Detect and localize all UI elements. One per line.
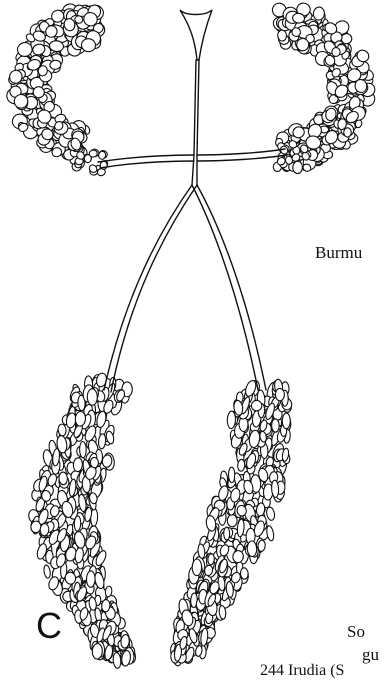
- alveolus-blob: [74, 516, 81, 532]
- alveolus-blob: [237, 459, 245, 471]
- alveolus-blob: [247, 541, 257, 557]
- alveolus-blob: [271, 480, 279, 498]
- alveolus-blob: [40, 523, 49, 536]
- alveolus-blob: [92, 643, 103, 659]
- alveolus-blob: [75, 411, 86, 426]
- left-upper-gland: [5, 2, 110, 177]
- alveolus-blob: [277, 30, 286, 41]
- alveolus-blob: [98, 151, 106, 160]
- alveolus-blob: [192, 559, 202, 576]
- alveolus-blob: [343, 128, 351, 138]
- left-lower-duct: [104, 185, 197, 392]
- alveolus-blob: [90, 457, 99, 468]
- alveolus-blob: [207, 554, 214, 566]
- central-duct-system: [98, 10, 287, 392]
- label-gu: gu: [362, 645, 379, 665]
- alveolus-blob: [228, 467, 235, 483]
- label-so: So: [347, 622, 365, 642]
- figure-caption: 244 Irudia (S: [260, 662, 344, 680]
- alveolus-blob: [251, 400, 262, 411]
- alveolus-blob: [266, 506, 276, 521]
- right-upper-gland: [271, 2, 378, 174]
- alveolus-blob: [266, 525, 275, 541]
- alveolus-blob: [87, 389, 97, 406]
- right-duct-branch: [197, 149, 287, 161]
- alveolus-blob: [79, 441, 86, 457]
- alveolus-blob: [73, 458, 83, 472]
- alveolus-blob: [275, 388, 284, 401]
- alveolus-blob: [101, 599, 110, 612]
- alveolus-blob: [332, 48, 340, 57]
- alveolus-blob: [282, 413, 290, 429]
- right-lower-lobe: [170, 379, 293, 667]
- central-duct: [192, 60, 199, 185]
- alveolus-blob: [43, 565, 51, 579]
- left-duct-branch: [98, 155, 194, 168]
- right-lower-duct: [192, 185, 266, 390]
- panel-letter: C: [36, 605, 62, 647]
- alveolus-blob: [86, 571, 95, 588]
- funnel-shape: [180, 10, 212, 60]
- alveolus-blob: [224, 527, 230, 540]
- alveolus-blob: [59, 472, 68, 485]
- alveolus-blob: [292, 161, 302, 174]
- alveolus-blob: [98, 434, 106, 450]
- alveolus-blob: [89, 150, 98, 158]
- label-burmu: Burmu: [315, 243, 362, 263]
- alveolus-blob: [240, 568, 248, 580]
